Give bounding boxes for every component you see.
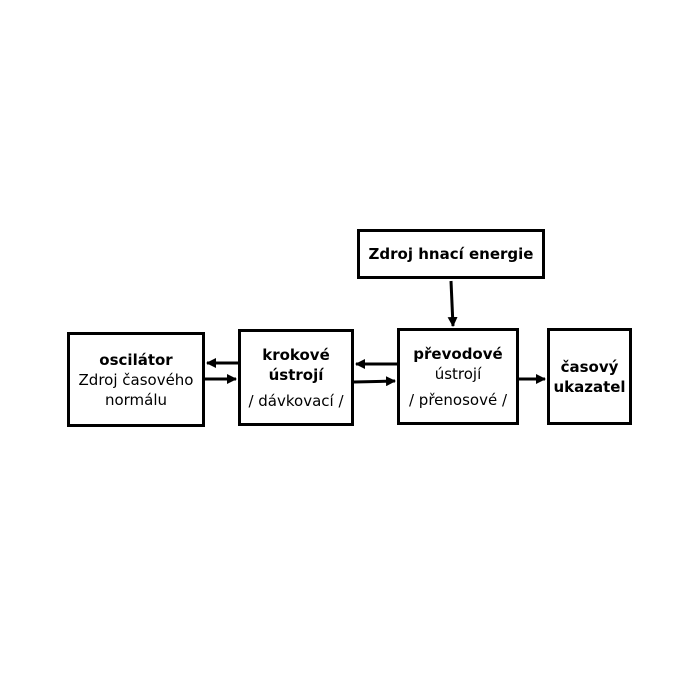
step-device-title-line1: krokové [262,345,330,364]
energy-source-label: Zdroj hnací energie [368,245,534,263]
gear-device-title-line1: převodové [413,344,503,363]
arrow-step-to-gear [353,376,396,387]
gear-device-box: převodové ústrojí / přenosové / [397,328,519,425]
energy-source-box: Zdroj hnací energie [357,229,545,279]
gear-device-alias: / přenosové / [408,390,507,409]
step-device-box: krokové ústrojí / dávkovací / [238,329,354,426]
time-indicator-line1: časový [560,357,619,376]
step-device-alias: / dávkovací / [248,391,344,410]
oscillator-subtitle-line1: Zdroj časového [78,370,194,389]
step-device-title-line2: ústrojí [268,365,324,384]
oscillator-subtitle-line2: normálu [104,390,168,409]
gear-device-title-line2: ústrojí [434,364,482,383]
oscillator-title: oscilátor [99,350,173,369]
time-indicator-line2: ukazatel [553,377,626,396]
oscillator-box: oscilátor Zdroj časového normálu [67,332,205,427]
time-indicator-box: časový ukazatel [547,328,632,425]
arrow-energy-to-gear [447,280,458,327]
